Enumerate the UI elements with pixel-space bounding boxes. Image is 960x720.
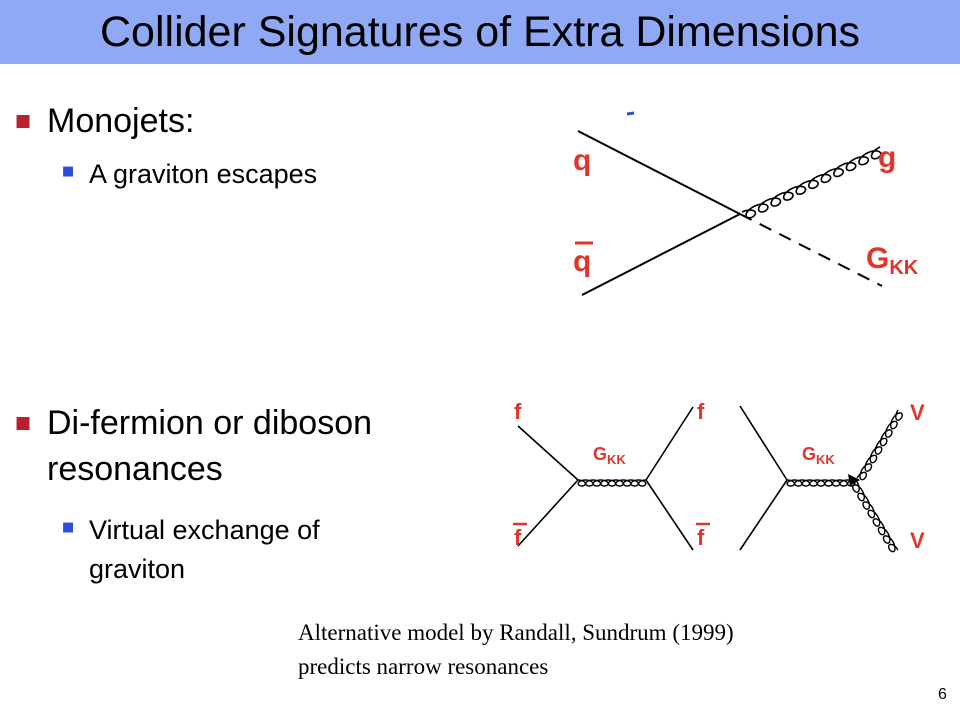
label-g: g: [878, 141, 896, 174]
slide-title: Collider Signatures of Extra Dimensions: [100, 8, 860, 56]
label-qbar: q: [573, 245, 591, 278]
caption-line-2: predicts narrow resonances: [298, 654, 549, 679]
label-gkk-main: G: [802, 444, 816, 464]
page-number: 6: [938, 686, 947, 703]
fermion-line-in: [739, 405, 788, 481]
sub-bullet-square-icon: ■: [62, 520, 75, 535]
stray-mark: [626, 111, 635, 116]
label-f-in: f: [514, 399, 522, 424]
antiquark-line: [581, 213, 741, 296]
label-fbar-in: f: [514, 525, 522, 550]
label-gkk-sub: KK: [889, 257, 918, 279]
boson-line-down: [852, 481, 899, 553]
boson-line-up: [856, 409, 903, 481]
antifermion-line-out: [645, 479, 694, 551]
label-v-down: V: [910, 528, 925, 553]
label-f-out: f: [697, 399, 705, 424]
graviton-propagator: [577, 479, 647, 487]
fermion-line-in: [517, 425, 579, 481]
antifermion-line-in: [739, 479, 788, 551]
diagram-difermion: f f f f GKK: [513, 399, 710, 551]
fermion-line-out: [645, 406, 694, 481]
bullet-square-icon: ■: [15, 111, 32, 131]
caption: Alternative model by Randall, Sundrum (1…: [298, 616, 938, 684]
diagram-diboson: V V GKK: [739, 400, 925, 553]
label-gkk: GKK: [866, 242, 919, 279]
caption-line-1: Alternative model by Randall, Sundrum (1…: [298, 620, 734, 645]
sub-graviton-escapes: A graviton escapes: [89, 159, 318, 189]
label-gkk-main: G: [593, 444, 607, 464]
label-fbar-out: f: [697, 525, 705, 550]
sub-bullet-square-icon: ■: [62, 164, 75, 179]
label-gkk-main: G: [866, 242, 889, 275]
label-q: q: [573, 144, 591, 177]
sub-virtual-exchange-line1: Virtual exchange of: [89, 515, 320, 545]
antifermion-line-in: [517, 479, 579, 547]
quark-line-in: [577, 130, 741, 215]
sub-virtual-exchange-line2: graviton: [89, 554, 186, 584]
graviton-dashed-line: [739, 213, 883, 287]
heading-resonances-line2: resonances: [47, 450, 223, 488]
heading-monojets: Monojets:: [47, 102, 195, 140]
vertex-arrow: [848, 474, 860, 486]
label-gkk: GKK: [802, 444, 835, 467]
bullet-square-icon: ■: [15, 413, 32, 433]
heading-resonances-line1: Di-fermion or diboson: [47, 404, 373, 442]
label-gkk-sub: KK: [607, 452, 626, 467]
label-gkk-sub: KK: [816, 452, 835, 467]
diagram-monojet: q q g GKK: [573, 111, 919, 296]
title-bar: [0, 0, 960, 64]
label-v-up: V: [910, 400, 925, 425]
gluon-line: [741, 146, 882, 219]
graviton-propagator: [786, 479, 856, 487]
label-gkk: GKK: [593, 444, 626, 467]
